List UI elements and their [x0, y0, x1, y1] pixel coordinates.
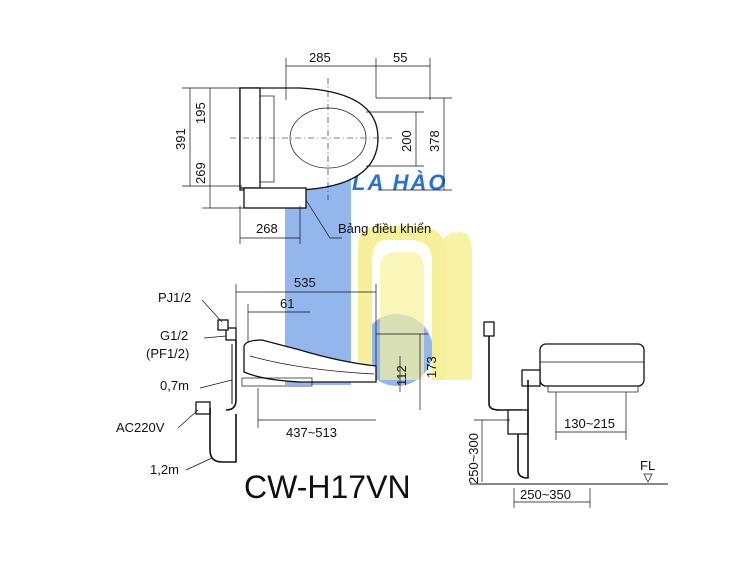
seat-top-outline	[239, 87, 379, 191]
front-cord	[517, 380, 529, 479]
dim-55: 55	[393, 50, 407, 65]
label-g: G1/2	[160, 328, 188, 343]
dim-250-300: 250~300	[466, 433, 481, 484]
dim-250-350: 250~350	[520, 487, 571, 502]
front-valve	[483, 321, 495, 337]
seat-hinge-inner	[259, 95, 275, 183]
dim-437-513: 437~513	[286, 425, 337, 440]
dim-195: 195	[193, 102, 208, 124]
dim-112: 112	[394, 365, 409, 386]
valve-top	[217, 319, 229, 331]
top-view: 285 55 391 195 269 200 378 268 Bảng điều…	[173, 50, 452, 244]
side-view: 535 61 PJ1/2 G1/2 (PF1/2) 0,7m AC220V 1,…	[116, 275, 439, 477]
dim-269: 269	[193, 162, 208, 184]
dim-391: 391	[173, 128, 188, 150]
front-outlet-box	[507, 409, 529, 435]
dim-173: 173	[424, 356, 439, 378]
label-cord: 1,2m	[150, 462, 179, 477]
seat-side-lip	[249, 355, 375, 375]
dim-268: 268	[256, 221, 278, 236]
seat-front-panel	[521, 369, 541, 387]
seat-front-body	[539, 343, 645, 387]
dim-130-215: 130~215	[564, 416, 615, 431]
dim-61: 61	[280, 296, 294, 311]
watermark-text: LA HÀO	[352, 170, 448, 195]
dim-378: 378	[427, 130, 442, 152]
dim-535: 535	[294, 275, 316, 290]
watermark-yellow-stripe	[440, 232, 472, 380]
seat-side-base	[241, 377, 313, 387]
floor-marker-icon	[643, 473, 653, 483]
dim-285: 285	[309, 50, 331, 65]
supply-hose	[225, 340, 237, 411]
power-plug	[195, 401, 211, 415]
seat-front-base	[547, 385, 639, 393]
control-panel-box	[243, 187, 307, 209]
valve-body	[225, 327, 237, 341]
label-power: AC220V	[116, 420, 165, 435]
model-number: CW-H17VN	[244, 469, 411, 505]
label-pj: PJ1/2	[158, 290, 191, 305]
label-pf: (PF1/2)	[146, 346, 189, 361]
watermark-yellow-inner	[380, 252, 424, 380]
control-panel-label: Bảng điều khiển	[338, 221, 431, 236]
power-cord	[209, 408, 237, 463]
floor-label: FL	[640, 458, 655, 473]
dim-200: 200	[399, 130, 414, 152]
front-view: 130~215 250~300 FL 250~350	[466, 321, 668, 508]
label-hose: 0,7m	[160, 378, 189, 393]
front-supply-pipe	[488, 336, 522, 411]
